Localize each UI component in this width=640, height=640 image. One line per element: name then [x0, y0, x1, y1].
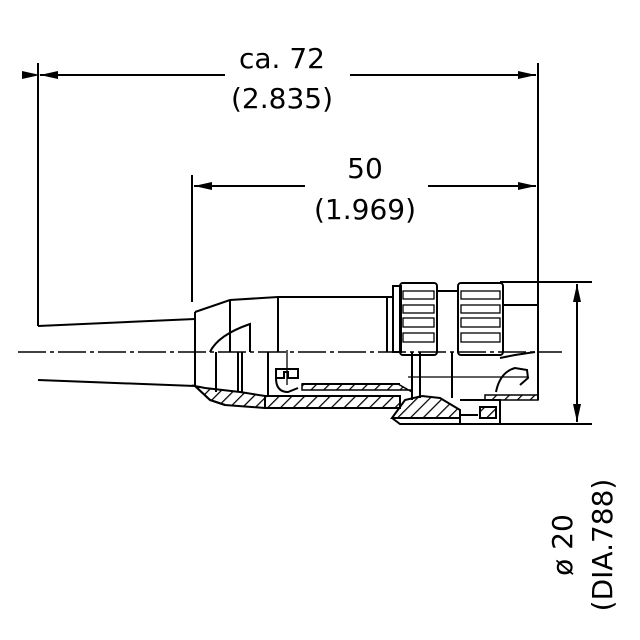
body-length-metric: 50 [347, 152, 383, 185]
diameter-dimension: ø 20 (DIA.788) [500, 281, 619, 612]
overall-length-metric: ca. 72 [239, 42, 325, 75]
knurled-ring-rear [457, 282, 504, 356]
knurled-ring-front [399, 282, 438, 356]
overall-length-imperial: (2.835) [231, 82, 333, 115]
overall-length-dimension: ca. 72 (2.835) [22, 42, 539, 330]
connector-body [191, 281, 539, 425]
body-length-imperial: (1.969) [314, 193, 416, 226]
diameter-metric: ø 20 [546, 514, 579, 576]
diameter-imperial: (DIA.788) [586, 479, 619, 612]
cable [37, 318, 196, 387]
body-length-dimension: 50 (1.969) [191, 152, 536, 302]
